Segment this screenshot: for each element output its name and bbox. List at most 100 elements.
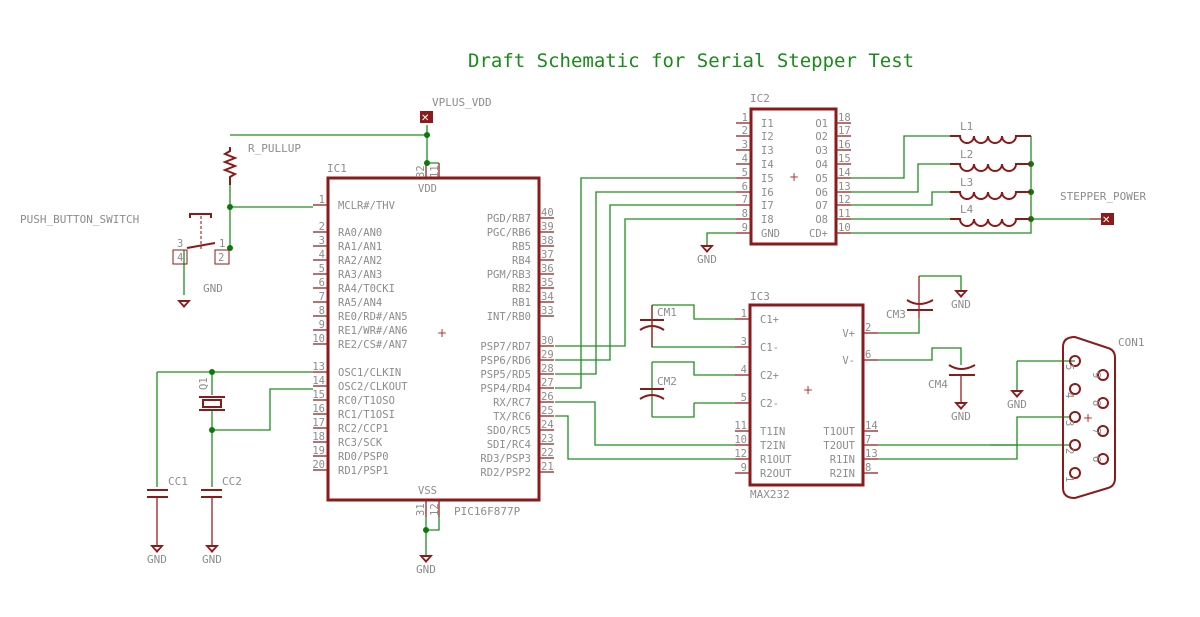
ic2-pin-9-number: 9 [742, 222, 748, 234]
con1-pin-3[interactable] [1069, 411, 1081, 423]
ic3-pin-5-number: 5 [741, 392, 747, 404]
ic1-pin-1-number: 1 [319, 194, 325, 206]
ic1-pin-33-number: 33 [541, 305, 554, 317]
ic1-pin-8-number: 8 [319, 305, 325, 317]
ic1-pin-23-name: SDI/RC4 [487, 439, 531, 451]
ic3-pin-7-name: T2OUT [823, 440, 855, 452]
cc1-label: CC1 [168, 475, 188, 488]
ic1-pin-30-name: PSP7/RD7 [480, 341, 531, 353]
gnd-symbol: GND [147, 545, 167, 566]
con1-pin-4[interactable] [1069, 383, 1081, 395]
switch-pin-4: 4 [177, 252, 183, 264]
switch-pin-2: 2 [218, 252, 224, 264]
coil-icon [950, 218, 1031, 227]
ic3-pin-7-number: 7 [865, 434, 871, 446]
gnd-label: GND [697, 253, 717, 266]
ic3-pin-14-number: 14 [865, 420, 878, 432]
ic3-pin-10-name: T2IN [760, 440, 785, 452]
ic1-pin-34-number: 34 [541, 291, 554, 303]
ic1-pin-40-number: 40 [541, 207, 554, 219]
crystal-q1[interactable]: Q1 [198, 377, 225, 411]
r-pullup[interactable]: R_PULLUP [222, 142, 301, 185]
con1-pin-7[interactable] [1097, 425, 1109, 437]
ic1-pin-15-number: 15 [312, 389, 325, 401]
ic1-pin-12: 12 [429, 503, 441, 516]
ic1-origin-mark: + [437, 326, 447, 340]
ic1-pin-9-name: RE1/WR#/AN6 [338, 325, 408, 337]
ic2-pin-1-name: I1 [761, 118, 774, 130]
ic1-pin-40-name: PGD/RB7 [487, 213, 531, 225]
coil-icon [950, 163, 1031, 172]
gnd-label: GND [202, 553, 222, 566]
gnd-symbol: GND [697, 245, 717, 266]
ic1-pin-16-number: 16 [312, 403, 325, 415]
ic1-pin-38-name: RB5 [512, 241, 531, 253]
inductor-l4[interactable]: L4 [950, 203, 1031, 227]
ic2-body[interactable] [749, 107, 838, 246]
schematic-title: Draft Schematic for Serial Stepper Test [468, 50, 914, 72]
con1-pin-1[interactable] [1069, 467, 1081, 479]
wires [156, 125, 1090, 555]
inductor-l2[interactable]: L2 [950, 148, 1031, 172]
ic1-pin-5-name: RA3/AN3 [338, 269, 382, 281]
inductor-l3[interactable]: L3 [950, 176, 1031, 200]
ic2-pin-2-name: I2 [761, 131, 774, 143]
ic3-pin-6-number: 6 [865, 349, 871, 361]
ic3-pin-2-number: 2 [865, 322, 871, 334]
ic3-body[interactable] [748, 303, 865, 487]
ic1-pin-2-name: RA0/AN0 [338, 227, 382, 239]
ic1-pin-18-name: RC3/SCK [338, 437, 383, 449]
con1-pin-2[interactable] [1069, 439, 1081, 451]
capacitor-cm4[interactable]: CM4 [928, 364, 976, 402]
ic2-origin-mark: + [789, 170, 799, 184]
gnd-symbol: GND [202, 545, 222, 566]
inductor-l1[interactable]: L1 [950, 120, 1031, 144]
ic3-pin-12-number: 12 [734, 448, 747, 460]
ic2-pin-3-name: I3 [761, 145, 774, 157]
ic1-pin-28-name: PSP5/RD5 [480, 369, 531, 381]
con1-pin-number: 9 [1090, 372, 1102, 378]
push-button-switch[interactable]: 3 1 4 2 PUSH_BUTTON_SWITCH [20, 213, 230, 265]
ic2-pin-11-name: O8 [815, 214, 828, 226]
ic1-pin-31: 31 [415, 503, 427, 516]
ic2-pin-13-name: O6 [815, 187, 828, 199]
q1-label: Q1 [198, 377, 210, 390]
ic1-pin-20-number: 20 [312, 459, 325, 471]
con1-pin-6[interactable] [1097, 453, 1109, 465]
capacitor-cc2[interactable]: CC2 [201, 475, 242, 545]
inductor-label: L3 [960, 176, 973, 189]
ic1-body[interactable] [326, 176, 541, 502]
ic1-pin-36-number: 36 [541, 263, 554, 275]
ic2-pin-17-number: 17 [838, 125, 851, 137]
push-button-label: PUSH_BUTTON_SWITCH [20, 213, 139, 226]
capacitor-cm3[interactable]: CM3 [886, 276, 934, 321]
con1-pin-number: 8 [1090, 400, 1102, 406]
ic1-pin-6-number: 6 [319, 277, 325, 289]
ic3-origin-mark: + [803, 383, 813, 397]
ic1-pin-14-name: OSC2/CLKOUT [338, 381, 408, 393]
con1-pin-9[interactable] [1097, 369, 1109, 381]
ic1-pin-34-name: RB1 [512, 297, 531, 309]
capacitor-cm2[interactable]: CM2 [639, 375, 677, 400]
gnd-label: GND [951, 298, 971, 311]
svg-text:✕: ✕ [421, 113, 429, 124]
ic1-pin-23-number: 23 [541, 433, 554, 445]
cm4-label: CM4 [928, 378, 948, 391]
ic1-pin-26-name: RX/RC7 [493, 397, 531, 409]
coil-icon [950, 135, 1031, 144]
ic2-pin-11-number: 11 [838, 208, 851, 220]
con1-pin-5[interactable] [1069, 355, 1081, 367]
con1-pin-8[interactable] [1097, 397, 1109, 409]
ic3-pin-2-name: V+ [842, 328, 855, 340]
ic1-pin-3-name: RA1/AN1 [338, 241, 382, 253]
ic1-pin-22-number: 22 [541, 447, 554, 459]
inductor-label: L1 [960, 120, 973, 133]
capacitor-cm1[interactable]: CM1 [639, 305, 677, 347]
ic1-pin-18-number: 18 [312, 431, 325, 443]
capacitor-cc1[interactable]: CC1 [147, 475, 188, 545]
